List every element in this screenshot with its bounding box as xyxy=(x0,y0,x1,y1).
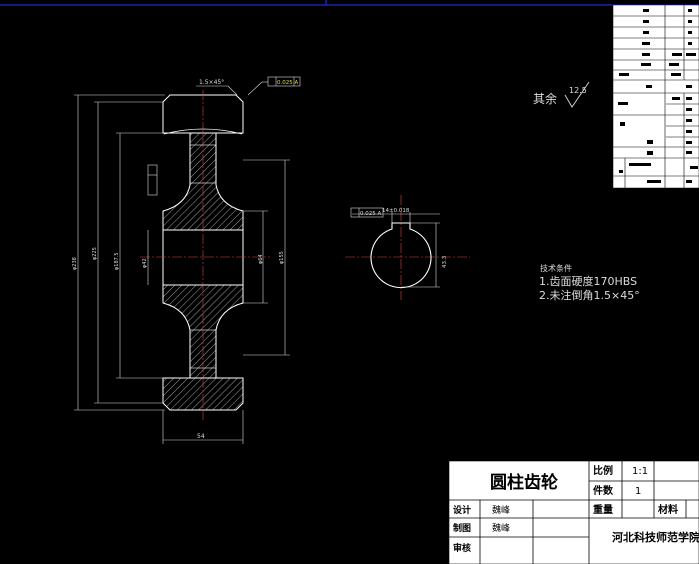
count-value: 1 xyxy=(635,486,641,497)
keyway-tolerance-frame: 0.025 A xyxy=(350,207,384,218)
center-lines xyxy=(140,90,470,420)
runout-tolerance-text: 0.025 A xyxy=(277,80,298,86)
design-name: 魏峰 xyxy=(492,504,510,516)
surface-other-value: 12.5 xyxy=(569,86,587,95)
width-dimension: 54 xyxy=(197,433,205,440)
svg-text:φ155: φ155 xyxy=(279,251,285,264)
surface-other-label: 其余 xyxy=(533,91,557,106)
design-label: 设计 xyxy=(453,504,471,516)
weight-label: 重量 xyxy=(593,503,613,516)
review-label: 审核 xyxy=(453,542,471,554)
draw-label: 制图 xyxy=(453,522,471,534)
scale-label: 比例 xyxy=(593,464,613,477)
draw-name: 魏峰 xyxy=(492,522,510,534)
count-label: 件数 xyxy=(593,484,614,497)
svg-text:φ238: φ238 xyxy=(72,257,78,270)
tolerance-frame-top: 0.025 A xyxy=(267,76,301,87)
gear-parameter-table xyxy=(612,4,699,189)
part-name: 圆柱齿轮 xyxy=(490,472,558,493)
key-depth-dimension: 43.3 xyxy=(442,255,448,268)
technical-requirements: 技术条件 1.齿面硬度170HBS 2.未注倒角1.5×45° xyxy=(539,263,640,302)
svg-text:φ187.5: φ187.5 xyxy=(114,252,120,270)
material-label: 材料 xyxy=(658,503,678,516)
svg-text:φ42: φ42 xyxy=(142,258,148,268)
tech-req-line1: 1.齿面硬度170HBS xyxy=(539,274,637,288)
surface-roughness-note: 其余 12.5 xyxy=(533,81,590,108)
tech-req-title: 技术条件 xyxy=(540,263,572,273)
scale-value: 1:1 xyxy=(632,466,648,477)
chamfer-text: 1.5×45° xyxy=(199,79,224,86)
svg-text:φ64: φ64 xyxy=(258,254,264,264)
drawing-frame xyxy=(0,0,699,6)
keyway-tolerance-text: 0.025 A xyxy=(360,211,381,217)
key-width-dimension: 14±0.018 xyxy=(382,208,410,214)
tech-req-line2: 2.未注倒角1.5×45° xyxy=(539,288,640,302)
svg-text:φ225: φ225 xyxy=(92,247,98,260)
school-name: 河北科技师范学院 xyxy=(612,530,699,544)
dimension-lines xyxy=(74,81,290,444)
vertical-dimension-texts: φ238 φ225 φ187.5 φ42 φ64 φ155 xyxy=(72,247,285,270)
keyway-view xyxy=(352,212,440,289)
title-block xyxy=(448,460,699,564)
